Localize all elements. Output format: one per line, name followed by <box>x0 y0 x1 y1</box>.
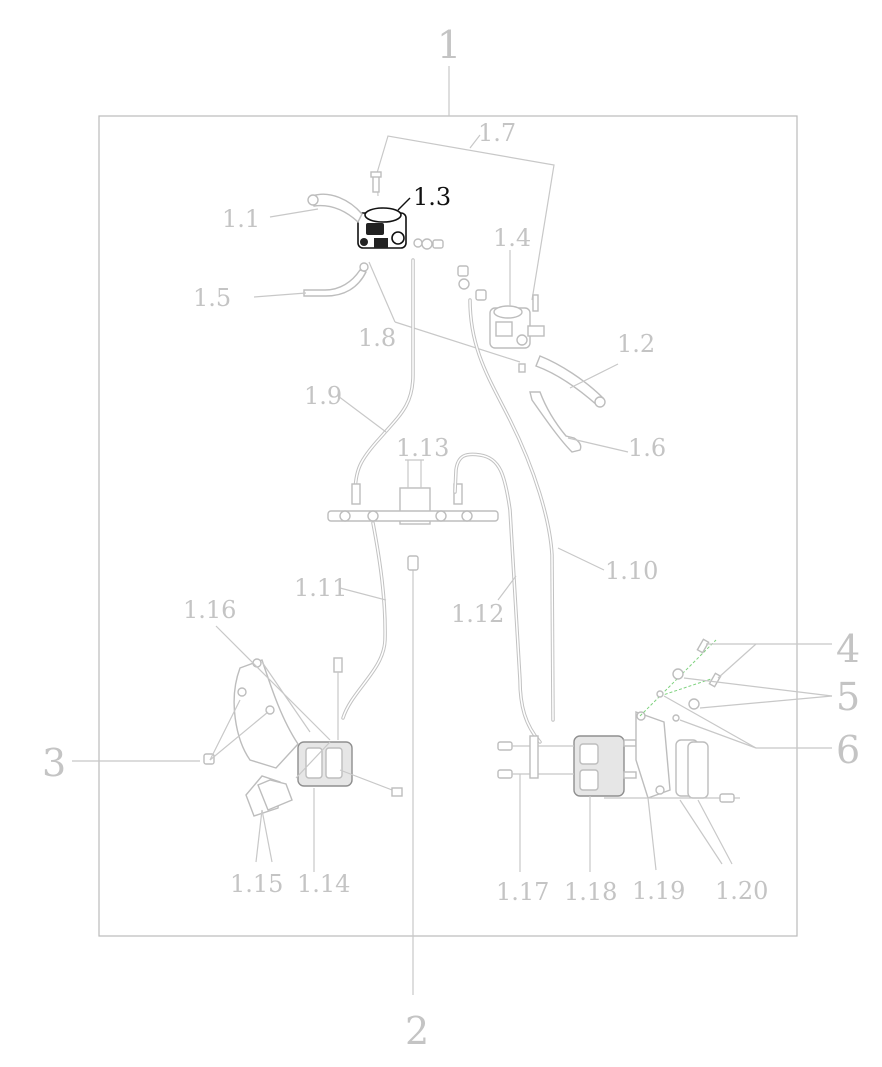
label-1-18: 1.18 <box>564 878 617 906</box>
master-cylinder-right[interactable] <box>489 305 545 349</box>
brake-pads-right[interactable] <box>675 739 709 799</box>
brake-splitter[interactable] <box>327 483 499 525</box>
label-1-15: 1.15 <box>230 870 283 898</box>
label-1-14: 1.14 <box>297 870 350 898</box>
caliper-left[interactable] <box>297 741 403 797</box>
caliper-bracket-right[interactable] <box>635 711 671 799</box>
label-5: 5 <box>836 675 860 719</box>
brake-lever-left[interactable] <box>307 193 363 224</box>
label-1-5: 1.5 <box>193 284 231 312</box>
label-1-11: 1.11 <box>294 574 347 602</box>
label-1: 1 <box>437 23 461 67</box>
label-1-20: 1.20 <box>715 877 768 905</box>
label-1-12: 1.12 <box>451 600 504 628</box>
label-1-2: 1.2 <box>617 330 655 358</box>
label-4: 4 <box>836 627 860 671</box>
label-1-16: 1.16 <box>183 596 236 624</box>
label-6: 6 <box>836 728 860 772</box>
label-1-13: 1.13 <box>396 434 449 462</box>
label-1-17: 1.17 <box>496 878 549 906</box>
label-1-7: 1.7 <box>478 119 516 147</box>
label-1-6: 1.6 <box>628 434 666 462</box>
brake-lever-right[interactable] <box>535 355 606 408</box>
label-1-8: 1.8 <box>358 324 396 352</box>
label-1-19: 1.19 <box>632 877 685 905</box>
assembly-frame <box>98 115 798 937</box>
master-cylinder-left[interactable] <box>357 197 411 249</box>
brake-pads-left[interactable] <box>245 775 293 817</box>
brake-switch-right[interactable] <box>529 391 582 453</box>
label-2: 2 <box>405 1009 429 1053</box>
label-1-1: 1.1 <box>222 205 260 233</box>
label-3: 3 <box>42 741 66 785</box>
brake-switch-left[interactable] <box>303 262 369 297</box>
caliper-right[interactable] <box>573 735 637 797</box>
label-1-3-highlighted: 1.3 <box>413 183 451 211</box>
label-1-9: 1.9 <box>304 382 342 410</box>
label-1-4: 1.4 <box>493 224 531 252</box>
label-1-10: 1.10 <box>605 557 658 585</box>
